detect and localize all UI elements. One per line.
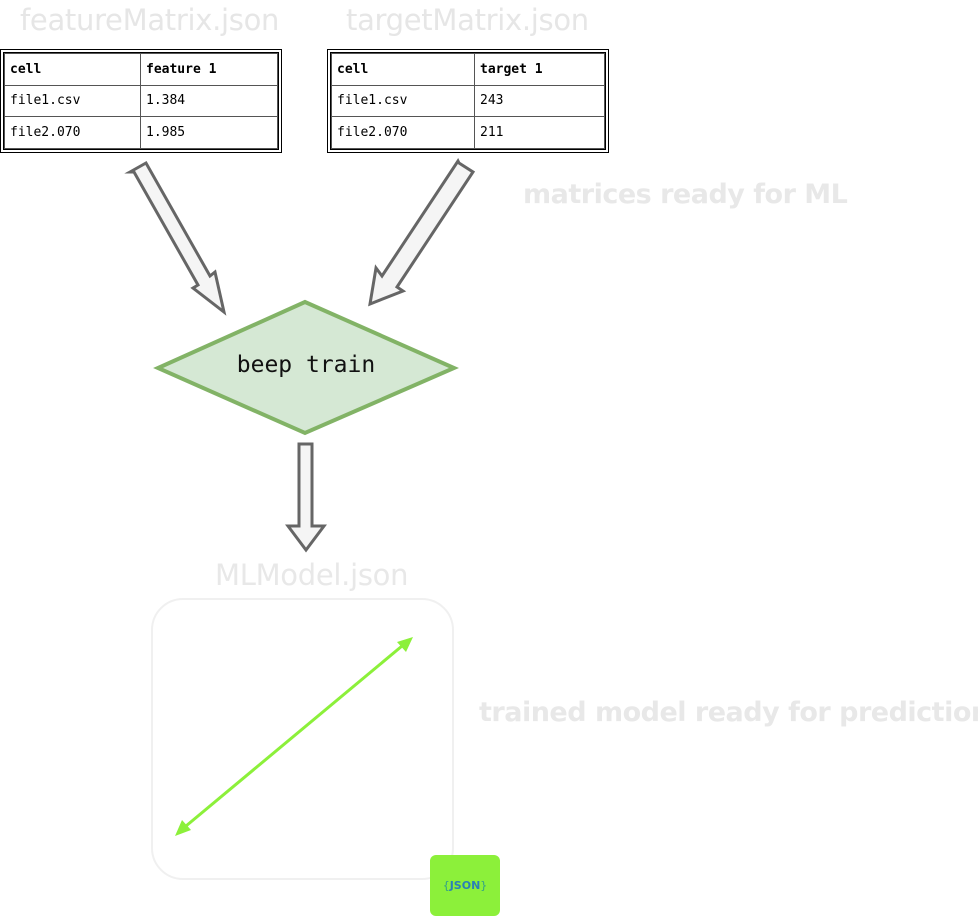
cell-name: file2.070 <box>4 116 141 149</box>
table-header-row: cell feature 1 <box>4 53 278 86</box>
train-to-model-arrow <box>285 442 327 553</box>
column-header-target: target 1 <box>474 53 605 86</box>
table-row: file2.070 211 <box>331 116 605 149</box>
column-header-cell: cell <box>331 53 475 86</box>
column-header-feature: feature 1 <box>140 53 278 86</box>
cell-value: 211 <box>474 116 605 149</box>
cell-value: 1.985 <box>140 116 278 149</box>
table-header-row: cell target 1 <box>331 53 605 86</box>
matrices-ready-note: matrices ready for ML <box>523 179 848 210</box>
table-row: file2.070 1.985 <box>4 116 278 149</box>
json-brace-open: { <box>442 879 450 892</box>
target-matrix-table: cell target 1 file1.csv 243 file2.070 21… <box>327 49 609 153</box>
cell-name: file2.070 <box>331 116 475 149</box>
target-matrix-title: targetMatrix.json <box>346 3 589 37</box>
model-arrowhead-bottom <box>175 820 191 836</box>
model-ready-note: trained model ready for prediction <box>479 697 978 728</box>
cell-value: 243 <box>474 84 605 118</box>
model-title: MLModel.json <box>215 558 409 592</box>
feature-matrix-table: cell feature 1 file1.csv 1.384 file2.070… <box>0 49 282 153</box>
json-brace-close: } <box>480 879 488 892</box>
json-badge-label: JSON <box>449 879 481 892</box>
feature-to-train-arrow <box>124 160 227 316</box>
target-to-train-arrow <box>368 158 476 307</box>
train-process-label: beep train <box>236 352 376 378</box>
json-file-icon: { JSON } <box>430 855 500 916</box>
cell-name: file1.csv <box>331 84 475 118</box>
table-row: file1.csv 243 <box>331 84 605 118</box>
column-header-cell: cell <box>4 53 141 86</box>
feature-matrix-title: featureMatrix.json <box>20 3 280 37</box>
train-process-diamond <box>153 299 459 436</box>
model-arrowhead-top <box>397 637 413 652</box>
model-double-arrow-line <box>185 644 403 828</box>
